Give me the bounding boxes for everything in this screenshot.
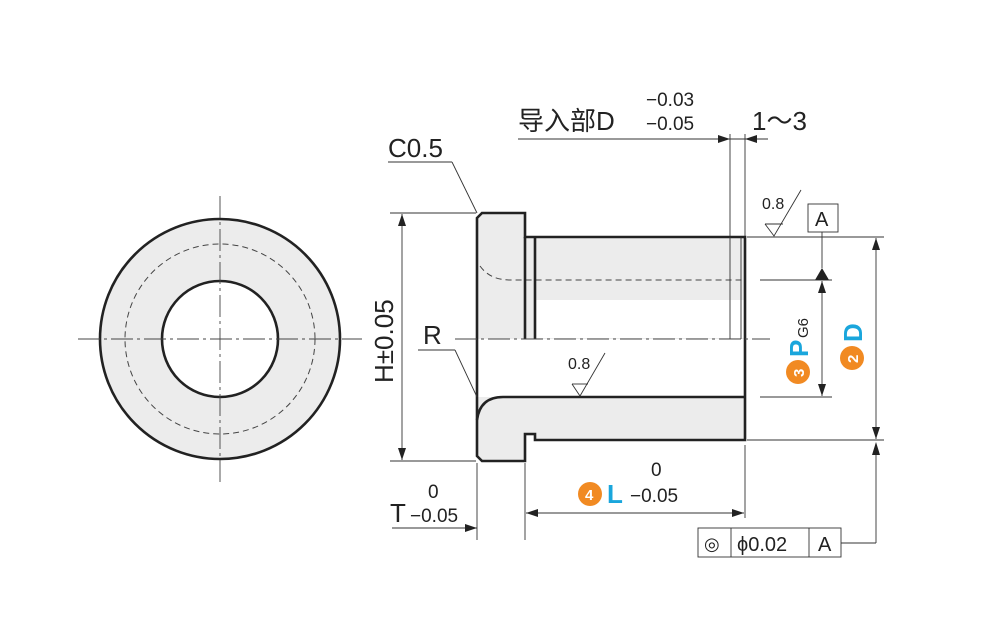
bore-area: [477, 339, 745, 397]
radius-label: R: [423, 320, 442, 350]
leadin-arrow-left: [718, 135, 730, 143]
datum-box: A: [807, 203, 839, 233]
thickness-tol-lower: −0.05: [410, 506, 458, 527]
roughness-outer-value: 0.8: [762, 196, 784, 213]
roughness-bore-value: 0.8: [568, 356, 590, 373]
callout-badge-2-number: 2: [845, 355, 862, 363]
bore-letter: P: [784, 340, 814, 357]
c05-leader: [451, 161, 478, 214]
thickness-letter: T: [390, 498, 406, 528]
datum-box-letter: A: [815, 209, 829, 231]
p-arrow-top: [818, 281, 826, 293]
roughness-outer: 0.8: [762, 189, 802, 237]
l-arrow-right: [732, 509, 744, 517]
end-view: [78, 196, 362, 484]
length-tol-upper: 0: [651, 460, 662, 481]
roughness-bore: 0.8: [568, 352, 606, 397]
fcf-datum: A: [818, 534, 832, 556]
bore-line: [475, 395, 745, 421]
callout-badge-4: [578, 482, 602, 506]
fcf-tolerance: ϕ0.02: [737, 534, 787, 556]
fcf-leader-arrow: [872, 442, 880, 455]
roughness-outer-symbol: [764, 189, 802, 237]
dimensions: [390, 134, 884, 544]
l-arrow-left: [526, 509, 538, 517]
callout-badge-3: [786, 360, 810, 384]
t-arrow: [465, 524, 477, 532]
height-label: H±0.05: [369, 299, 399, 383]
d-arrow-bottom: [872, 427, 880, 439]
datum-triangle: [815, 268, 829, 280]
p-arrow-bottom: [818, 384, 826, 396]
leadin-arrow-right: [745, 135, 757, 143]
roughness-bore-symbol: [571, 352, 606, 397]
labels: C0.5 R 导入部D −0.03 −0.05 1〜3 H±0.05 T 0 −…: [369, 90, 807, 528]
concentricity-icon: ◎: [704, 534, 720, 554]
callout-bore: 3 P G6: [784, 318, 814, 384]
bore-fit: G6: [795, 318, 812, 338]
thickness-tol-upper: 0: [428, 482, 439, 503]
outer-letter: D: [838, 323, 868, 342]
upper-wall: [477, 213, 745, 338]
callout-badge-4-number: 4: [585, 487, 594, 504]
length-tol-lower: −0.05: [630, 486, 678, 507]
leadin-label: 导入部D: [518, 106, 615, 136]
length-letter: L: [607, 479, 623, 509]
chamfer-label: C0.5: [388, 133, 443, 163]
feature-control-frame: ◎ ϕ0.02 A: [697, 527, 842, 558]
callout-length: 4 L: [578, 479, 623, 509]
callout-outer: 2 D: [838, 323, 868, 370]
callout-badge-3-number: 3: [791, 369, 808, 377]
leadin-tol-upper: −0.03: [646, 90, 694, 111]
bore-hidden-line: [479, 265, 745, 281]
side-view: [455, 211, 770, 463]
h-arrow-top: [398, 214, 406, 226]
leaders: [388, 161, 478, 398]
leadin-length-label: 1〜3: [752, 106, 807, 136]
fcf-frame: [697, 527, 842, 558]
datum-box-frame: [807, 203, 839, 233]
d-arrow-top: [872, 238, 880, 250]
callout-badge-2: [840, 346, 864, 370]
h-arrow-bottom: [398, 448, 406, 460]
leadin-tol-lower: −0.05: [646, 114, 694, 135]
r-leader: [454, 349, 478, 398]
